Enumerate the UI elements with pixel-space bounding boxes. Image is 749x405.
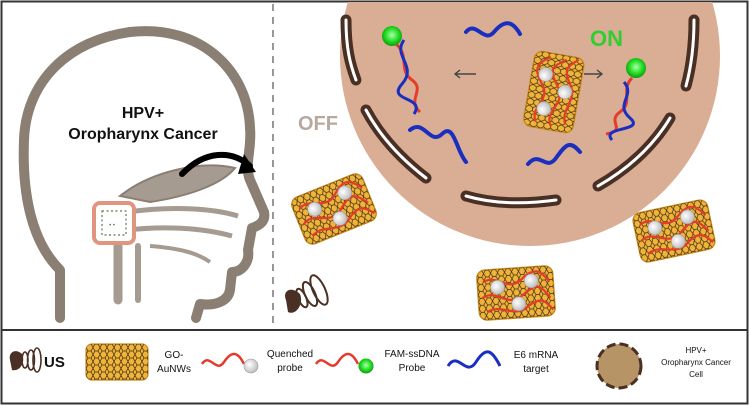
legend-cell-label-2: Oropharynx Cancer xyxy=(661,358,731,367)
legend-go-label-1: GO- xyxy=(165,350,184,361)
tumor-box xyxy=(92,201,136,245)
fam-probe-left xyxy=(382,26,422,115)
fam-fluorophore-right xyxy=(626,58,646,78)
e6-mrna-targets xyxy=(408,21,582,166)
fam-fluorophore-left xyxy=(382,26,402,46)
legend-fam-label-1: FAM-ssDNA xyxy=(385,349,440,360)
legend-us-label: US xyxy=(44,354,65,371)
zoom-arrow-head xyxy=(238,154,256,174)
legend-cell-label-3: Cell xyxy=(689,370,703,379)
jaw-line xyxy=(149,244,212,264)
legend-fam-label-2: Probe xyxy=(399,363,426,374)
legend-cell-label-1: HPV+ xyxy=(685,346,706,355)
mrna-target-1 xyxy=(464,21,522,38)
legend: US GO- AuNWs Quenched probe FAM-ssDNA Pr… xyxy=(9,342,731,390)
head-illustration: • • xyxy=(18,26,270,323)
ultrasound-waves xyxy=(285,274,329,313)
fam-probe-right xyxy=(605,58,646,141)
head-outline xyxy=(18,26,270,323)
legend-go-icon xyxy=(85,343,149,381)
palate xyxy=(127,206,239,219)
mrna-target-3 xyxy=(526,142,582,166)
on-label: ON xyxy=(590,26,623,51)
legend-e6-label-2: target xyxy=(523,364,549,375)
legend-go-label-2: AuNWs xyxy=(157,364,191,375)
svg-text:• •: • • xyxy=(109,223,115,229)
release-arrows xyxy=(453,69,604,79)
nanowire-outside-left xyxy=(288,170,380,248)
tumor-site xyxy=(101,210,127,236)
legend-quenched-icon xyxy=(200,352,259,374)
nasal-cavity xyxy=(117,164,237,204)
left-title-line1: HPV+ xyxy=(122,105,164,122)
legend-e6-icon xyxy=(446,350,502,369)
legend-quenched-label-1: Quenched xyxy=(267,349,313,360)
nanowire-outside-right xyxy=(630,197,718,265)
mrna-target-2 xyxy=(408,125,468,164)
legend-e6-label-1: E6 mRNA xyxy=(514,350,559,361)
left-title-line2: Oropharynx Cancer xyxy=(68,126,217,143)
nanowire-outside-bottom xyxy=(475,264,557,322)
legend-quenched-label-2: probe xyxy=(277,363,303,374)
legend-us-icon xyxy=(9,347,42,373)
legend-fam-icon xyxy=(314,352,374,374)
off-label: OFF xyxy=(298,113,338,135)
legend-cell-icon xyxy=(595,342,643,390)
